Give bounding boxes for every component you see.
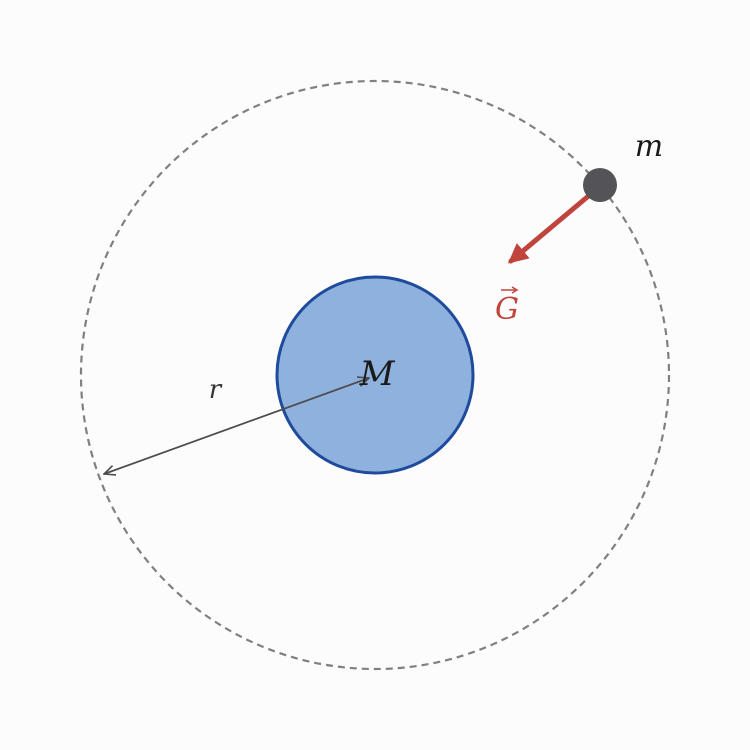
field-vector-arrow — [507, 185, 601, 264]
vector-arrow-accent-icon — [501, 286, 519, 294]
central-mass-label: M — [359, 354, 396, 394]
orbit-path — [79, 79, 671, 671]
orbiting-mass — [583, 168, 617, 202]
orbiting-mass-label: m — [635, 129, 663, 164]
field-vector-label: G — [495, 292, 519, 327]
radius-label: r — [209, 375, 223, 405]
radius-arrow — [104, 378, 369, 474]
field-vector-label-group: G — [495, 286, 519, 327]
